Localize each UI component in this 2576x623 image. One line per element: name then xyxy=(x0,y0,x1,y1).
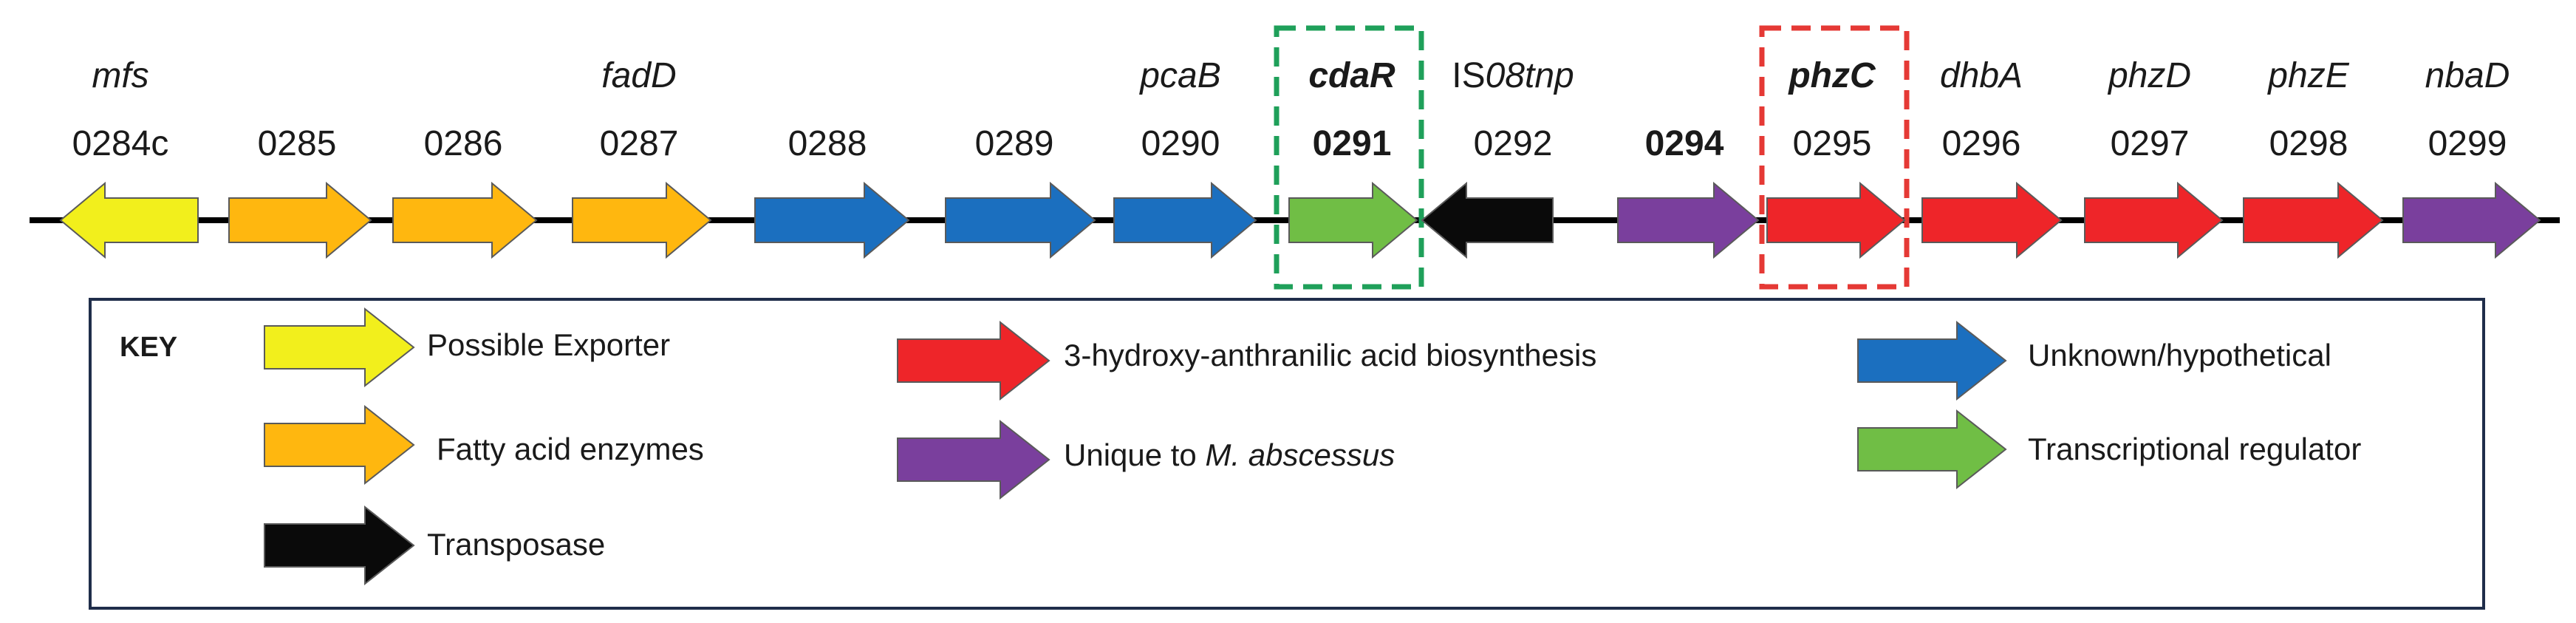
gene-number-0285: 0285 xyxy=(258,124,337,163)
key-label-regulator: Transcriptional regulator xyxy=(2028,432,2361,466)
gene-arrow-0295 xyxy=(1766,181,1906,259)
key-arrow-hydroxy xyxy=(897,320,1050,401)
gene-number-0295: 0295 xyxy=(1793,124,1872,163)
key-label-exporter: Possible Exporter xyxy=(427,327,670,362)
key-arrow-unknown xyxy=(1857,320,2007,401)
gene-name-phzE: phzE xyxy=(2266,56,2349,95)
key-label-fatty: Fatty acid enzymes xyxy=(437,432,704,466)
gene-name-pcaB: pcaB xyxy=(1138,56,1220,95)
gene-name-dhbA: dhbA xyxy=(1940,56,2023,95)
key-label-transposase: Transposase xyxy=(427,527,605,562)
gene-number-0296: 0296 xyxy=(1942,124,2021,163)
gene-number-0297: 0297 xyxy=(2111,124,2190,163)
key-box xyxy=(89,298,2485,610)
key-arrow-transposase xyxy=(264,505,415,586)
gene-number-0294: 0294 xyxy=(1645,124,1724,163)
gene-number-0299: 0299 xyxy=(2428,124,2507,163)
key-title: KEY xyxy=(120,332,177,363)
key-label-unique-italic: M. abscessus xyxy=(1205,438,1395,472)
gene-name-cdaR: cdaR xyxy=(1308,56,1395,95)
gene-arrow-0284c xyxy=(59,181,199,259)
gene-arrow-0289 xyxy=(945,181,1096,259)
gene-arrow-0294 xyxy=(1617,181,1760,259)
gene-arrow-0299 xyxy=(2402,181,2541,259)
gene-number-0289: 0289 xyxy=(975,124,1054,163)
gene-name-fadD: fadD xyxy=(601,56,676,95)
gene-number-0292: 0292 xyxy=(1474,124,1553,163)
key-label-unknown: Unknown/hypothetical xyxy=(2028,338,2331,372)
gene-arrow-0286 xyxy=(392,181,538,259)
gene-name-mfs: mfs xyxy=(92,56,148,95)
key-arrow-regulator xyxy=(1857,409,2007,490)
gene-arrow-0298 xyxy=(2243,181,2384,259)
gene-number-0284c: 0284c xyxy=(72,124,169,163)
gene-arrow-0285 xyxy=(228,181,372,259)
key-arrow-unique xyxy=(897,419,1050,500)
gene-name-nbaD: nbaD xyxy=(2425,56,2510,95)
gene-labels: 0284c mfs 0285 0286 0287 fadD 0288 0289 0290 pcaB… xyxy=(72,56,2510,163)
gene-arrow-0292 xyxy=(1421,181,1554,259)
cdaR-highlight-box xyxy=(1274,25,1424,290)
key-label-unique: Unique to M. abscessus xyxy=(1064,438,1395,472)
key-label-hydroxy: 3-hydroxy-anthranilic acid biosynthesis xyxy=(1064,338,1596,372)
gene-name-phzD: phzD xyxy=(2107,56,2191,95)
key-arrow-fatty xyxy=(264,404,415,486)
gene-arrow-0287 xyxy=(572,181,712,259)
gene-number-0287: 0287 xyxy=(600,124,679,163)
gene-number-0286: 0286 xyxy=(424,124,503,163)
gene-number-0298: 0298 xyxy=(2269,124,2348,163)
gene-arrow-0296 xyxy=(1921,181,2063,259)
gene-arrows xyxy=(59,181,2541,259)
gene-arrow-0288 xyxy=(754,181,910,259)
gene-arrow-0291 xyxy=(1288,181,1418,259)
gene-name-phzC: phzC xyxy=(1787,56,1876,95)
gene-arrow-0297 xyxy=(2084,181,2224,259)
gene-number-0288: 0288 xyxy=(788,124,867,163)
gene-arrow-0290 xyxy=(1113,181,1257,259)
gene-name-IS08tnp: IS08tnp xyxy=(1452,56,1574,95)
key-label-unique-plain: Unique to xyxy=(1064,438,1205,472)
key-arrow-exporter xyxy=(264,307,415,388)
key-arrows xyxy=(264,307,2007,586)
phzC-highlight-box xyxy=(1759,25,1910,290)
gene-number-0290: 0290 xyxy=(1141,124,1220,163)
gene-number-0291: 0291 xyxy=(1313,124,1392,163)
